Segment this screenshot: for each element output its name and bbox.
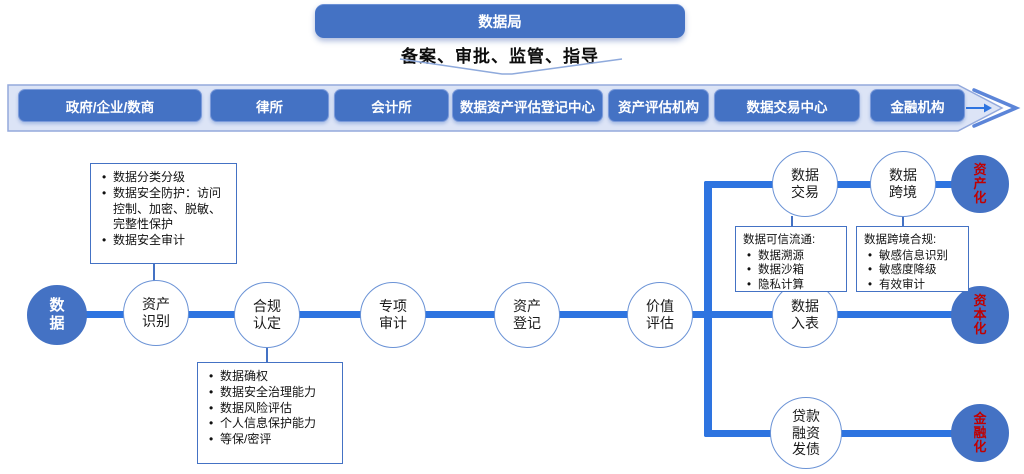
node-data-start: 数 据 bbox=[27, 285, 87, 345]
entity-registry-center: 数据资产评估登记中心 bbox=[452, 89, 603, 122]
callout-cross-border-item: 敏感信息识别 bbox=[868, 249, 962, 264]
callout-trusted-flow-item: 数据沙箱 bbox=[747, 263, 840, 278]
callout-trusted-flow-title: 数据可信流通: bbox=[743, 234, 816, 246]
callout-cross-border-item: 有效审计 bbox=[868, 278, 962, 293]
node-data-on-balance: 数据 入表 bbox=[772, 282, 838, 348]
callout-identify-item: 数据安全防护：访问控制、加密、脱敏、完整性保护 bbox=[102, 186, 230, 233]
node-loan-financing: 贷款 融资 发债 bbox=[770, 397, 842, 469]
node-asset-register: 资产 登记 bbox=[494, 282, 560, 348]
bureau-banner: 数据局 bbox=[315, 4, 685, 38]
node-compliance: 合规 认定 bbox=[234, 282, 300, 348]
entity-government: 政府/企业/数商 bbox=[18, 89, 202, 122]
callout-compliance: 数据确权 数据安全治理能力 数据风险评估 个人信息保护能力 等保/密评 bbox=[197, 362, 343, 464]
entity-law-firm: 律所 bbox=[210, 89, 329, 122]
callout-compliance-item: 个人信息保护能力 bbox=[209, 416, 336, 432]
callout-identify-item: 数据分类分级 bbox=[102, 170, 230, 186]
callout-trusted-flow: 数据可信流通: 数据溯源 数据沙箱 隐私计算 bbox=[735, 226, 847, 293]
callout-trusted-flow-item: 数据溯源 bbox=[747, 249, 840, 264]
callout-cross-border-title: 数据跨境合规: bbox=[864, 234, 937, 246]
flow-line-bottom-branch bbox=[704, 430, 981, 437]
node-asset-identify: 资产 识别 bbox=[123, 280, 189, 346]
node-capitalization: 资 本 化 bbox=[951, 286, 1009, 344]
callout-identify: 数据分类分级 数据安全防护：访问控制、加密、脱敏、完整性保护 数据安全审计 bbox=[90, 163, 237, 264]
node-data-crossborder: 数据 跨境 bbox=[870, 151, 936, 217]
callout-compliance-item: 等保/密评 bbox=[209, 432, 336, 448]
node-assetization: 资 产 化 bbox=[951, 155, 1009, 213]
connector-crossborder-box bbox=[902, 216, 904, 227]
callout-identify-item: 数据安全审计 bbox=[102, 233, 230, 249]
callout-compliance-item: 数据风险评估 bbox=[209, 401, 336, 417]
connector-identify-box bbox=[153, 263, 155, 281]
entity-accounting-firm: 会计所 bbox=[334, 89, 449, 122]
connector-compliance-box bbox=[266, 348, 268, 363]
callout-cross-border: 数据跨境合规: 敏感信息识别 敏感度降级 有效审计 bbox=[856, 226, 969, 293]
entity-exchange-center: 数据交易中心 bbox=[714, 89, 860, 122]
node-data-trade: 数据 交易 bbox=[772, 151, 838, 217]
callout-compliance-item: 数据安全治理能力 bbox=[209, 385, 336, 401]
connector-trusted-box bbox=[791, 216, 793, 227]
flow-line-top-branch bbox=[704, 181, 979, 188]
callout-trusted-flow-item: 隐私计算 bbox=[747, 278, 840, 293]
flow-line-vertical bbox=[704, 181, 712, 437]
entity-appraisal-agency: 资产评估机构 bbox=[608, 89, 709, 122]
node-value-appraisal: 价值 评估 bbox=[627, 282, 693, 348]
entity-financial-inst: 金融机构 bbox=[870, 89, 965, 122]
callout-compliance-item: 数据确权 bbox=[209, 369, 336, 385]
callout-cross-border-item: 敏感度降级 bbox=[868, 263, 962, 278]
node-financialization: 金 融 化 bbox=[951, 404, 1009, 462]
supervision-text: 备案、审批、监管、指导 bbox=[401, 47, 599, 66]
node-special-audit: 专项 审计 bbox=[360, 282, 426, 348]
down-chevron-icon bbox=[399, 58, 623, 75]
bureau-label: 数据局 bbox=[478, 15, 522, 31]
band-tip-chevron-icon bbox=[972, 88, 1021, 128]
